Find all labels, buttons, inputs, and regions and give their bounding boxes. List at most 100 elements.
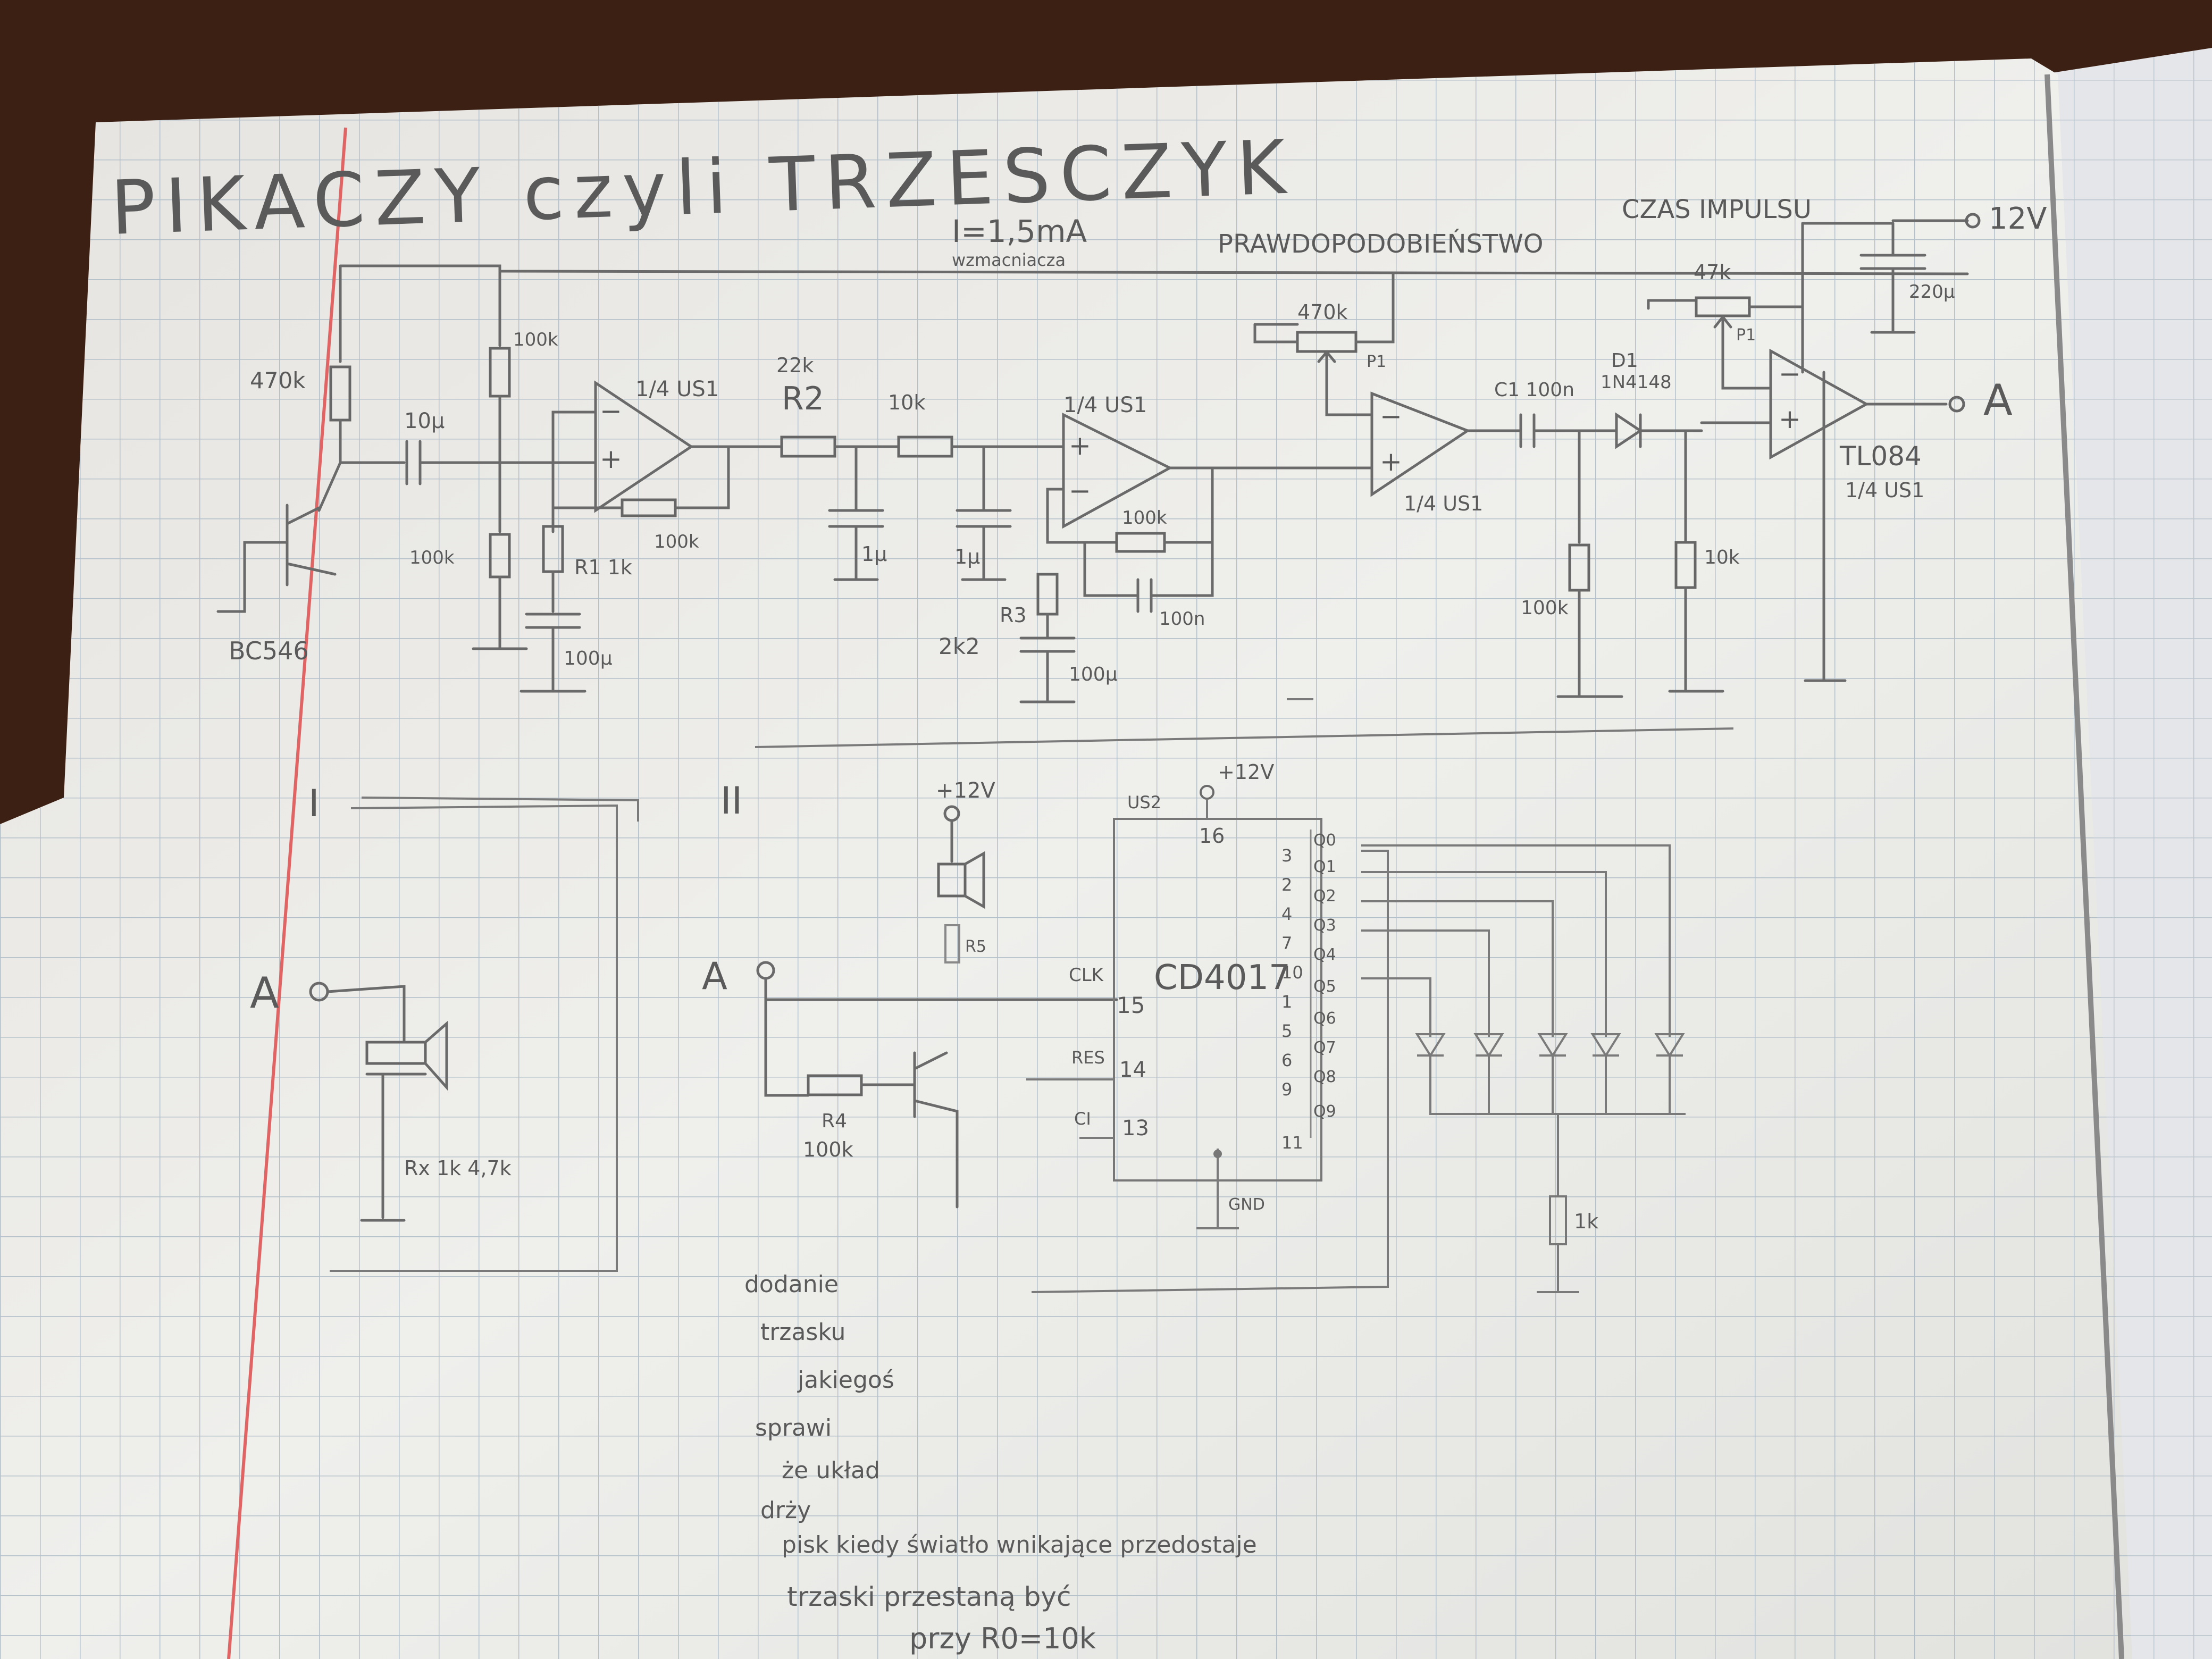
pin15-label: 15 (1117, 992, 1145, 1018)
resistor-r2-label: R2 (782, 380, 824, 417)
output-name-4: Q4 (1313, 945, 1336, 964)
output-name-8: Q8 (1313, 1068, 1336, 1086)
note-line-4: sprawi (755, 1414, 832, 1442)
coupling-cap-label: 10μ (404, 409, 445, 433)
top-schematic: 220μ 470k BC546 10μ 100k 100k − + 1/4 US… (216, 213, 1981, 703)
output-name-2: Q2 (1313, 887, 1336, 906)
pin14-label: 14 (1119, 1058, 1146, 1082)
opamp-1 (594, 380, 694, 513)
pot-p2-value: 47k (1694, 261, 1731, 284)
speaker-icon (365, 1041, 427, 1065)
diode-part-label: 1N4148 (1601, 372, 1672, 393)
gnd-label: GND (1228, 1195, 1265, 1214)
output-terminal-a (1948, 396, 1965, 413)
section-1-input-label: A (250, 968, 279, 1018)
resistor-1k-label: 1k (1574, 1210, 1598, 1233)
svg-text:+: + (1380, 446, 1402, 477)
note-line-5: że układ (782, 1457, 880, 1484)
probability-note: PRAWDOPODOBIEŃSTWO (1218, 229, 1544, 259)
opamp-4 (1769, 348, 1870, 460)
diode-label: D1 (1611, 350, 1638, 372)
vcc-label-speaker: +12V (936, 778, 995, 803)
current-note: I=1,5mA (952, 213, 1087, 249)
output-name-1: Q1 (1313, 858, 1336, 876)
resistor-r5 (944, 924, 960, 963)
pot-p1-value: 470k (1297, 300, 1348, 324)
speaker-resistor-label: Rx 1k 4,7k (404, 1157, 512, 1180)
pot-p1-label: P1 (1367, 353, 1386, 371)
resistor-r4-value: 100k (803, 1138, 853, 1161)
resistor-r4-label: R4 (822, 1110, 847, 1132)
section-1-label: I (308, 782, 320, 825)
supply-label: 12V (1989, 202, 2047, 236)
pin13-label: 13 (1122, 1116, 1149, 1141)
section-i-speaker: I A Rx 1k 4,7k (250, 782, 639, 1272)
svg-text:−: − (1069, 475, 1091, 506)
svg-text:+: + (1069, 430, 1091, 461)
output-a-label: A (1983, 375, 2013, 425)
svg-text:−: − (600, 396, 622, 426)
output-pin-7: 6 (1281, 1050, 1292, 1070)
supply-cap-label: 220μ (1909, 281, 1955, 303)
output-name-3: Q3 (1313, 916, 1336, 935)
opamp-4-sublabel: 1/4 US1 (1845, 479, 1924, 502)
section-ii-led-chaser: II A R4 100k +12V R5 CD4017 US2 +12V 16 … (702, 727, 1734, 1293)
output-pin-3: 7 (1281, 933, 1292, 953)
output-name-6: Q6 (1313, 1009, 1336, 1028)
note-line-3: jakiegoś (797, 1367, 894, 1394)
margin-line (227, 127, 347, 1659)
output-pin-0: 3 (1281, 845, 1292, 866)
opamp-1-label: 1/4 US1 (635, 377, 719, 401)
resistor-10k-d-label: 10k (1704, 547, 1740, 568)
svg-text:−: − (1380, 401, 1402, 432)
us2-label: US2 (1127, 792, 1161, 812)
note-line-2: trzasku (760, 1319, 845, 1346)
output-pin-1: 2 (1281, 875, 1292, 895)
output-name-0: Q0 (1313, 831, 1336, 850)
diode-d1 (1599, 412, 1703, 449)
resistor-100k-bottom-label: 100k (409, 547, 455, 568)
supply-terminal (1965, 213, 1981, 229)
opamp-2-label: 1/4 US1 (1063, 393, 1147, 417)
opamp-4-label: TL084 (1839, 441, 1922, 472)
op2-resistor-label: 100k (1122, 507, 1167, 529)
page-fold (2045, 74, 2124, 1659)
output-pin-4: 10 (1281, 962, 1303, 983)
ic-output-pins: 3 Q0 2 Q1 4 Q2 7 Q3 10 Q4 1 Q5 5 Q6 6 Q7… (1281, 831, 1336, 1153)
opamp-2 (1062, 412, 1173, 529)
opamp-3 (1370, 391, 1471, 497)
resistor-2k2-label: 2k2 (939, 633, 980, 659)
feedback-resistor-label: 100k (654, 531, 699, 552)
output-name-7: Q7 (1313, 1038, 1336, 1057)
note-line-6: drży (760, 1497, 811, 1524)
current-subnote: wzmacniacza (952, 250, 1066, 270)
reset-label: RES (1071, 1048, 1105, 1068)
cap-100n-label: 100n (1159, 608, 1205, 630)
ic-label: CD4017 (1154, 958, 1291, 998)
cap-100u-1-label: 100μ (564, 648, 613, 669)
output-pin-5: 1 (1281, 992, 1292, 1012)
clk-label: CLK (1069, 965, 1104, 986)
led-array (1415, 1033, 1686, 1115)
output-name-5: Q5 (1313, 977, 1336, 996)
resistor-r3-label: R3 (1000, 604, 1027, 627)
section-2-input-label: A (702, 954, 727, 998)
resistor-100k-top-label: 100k (513, 329, 558, 350)
output-name-9: Q9 (1313, 1102, 1336, 1121)
resistor-22k-label: 22k (776, 354, 814, 377)
c1-label: C1 100n (1494, 379, 1574, 401)
note-line-8: trzaski przestaną być (787, 1581, 1071, 1612)
svg-text:−: − (1779, 358, 1801, 389)
section-2-label: II (720, 779, 742, 823)
cap-100u-2-label: 100μ (1069, 664, 1118, 685)
output-pin-2: 4 (1281, 904, 1292, 924)
vcc-label-ic: +12V (1218, 760, 1274, 784)
resistor-470k-label: 470k (250, 367, 306, 393)
output-pin-9: 11 (1281, 1133, 1303, 1153)
note-line-9: przy R0=10k (909, 1622, 1096, 1655)
cap-1u-2-label: 1μ (954, 545, 980, 568)
note-line-1: dodanie (744, 1271, 839, 1298)
svg-text:+: + (600, 443, 622, 474)
resistor-r1-label: R1 1k (574, 556, 632, 579)
